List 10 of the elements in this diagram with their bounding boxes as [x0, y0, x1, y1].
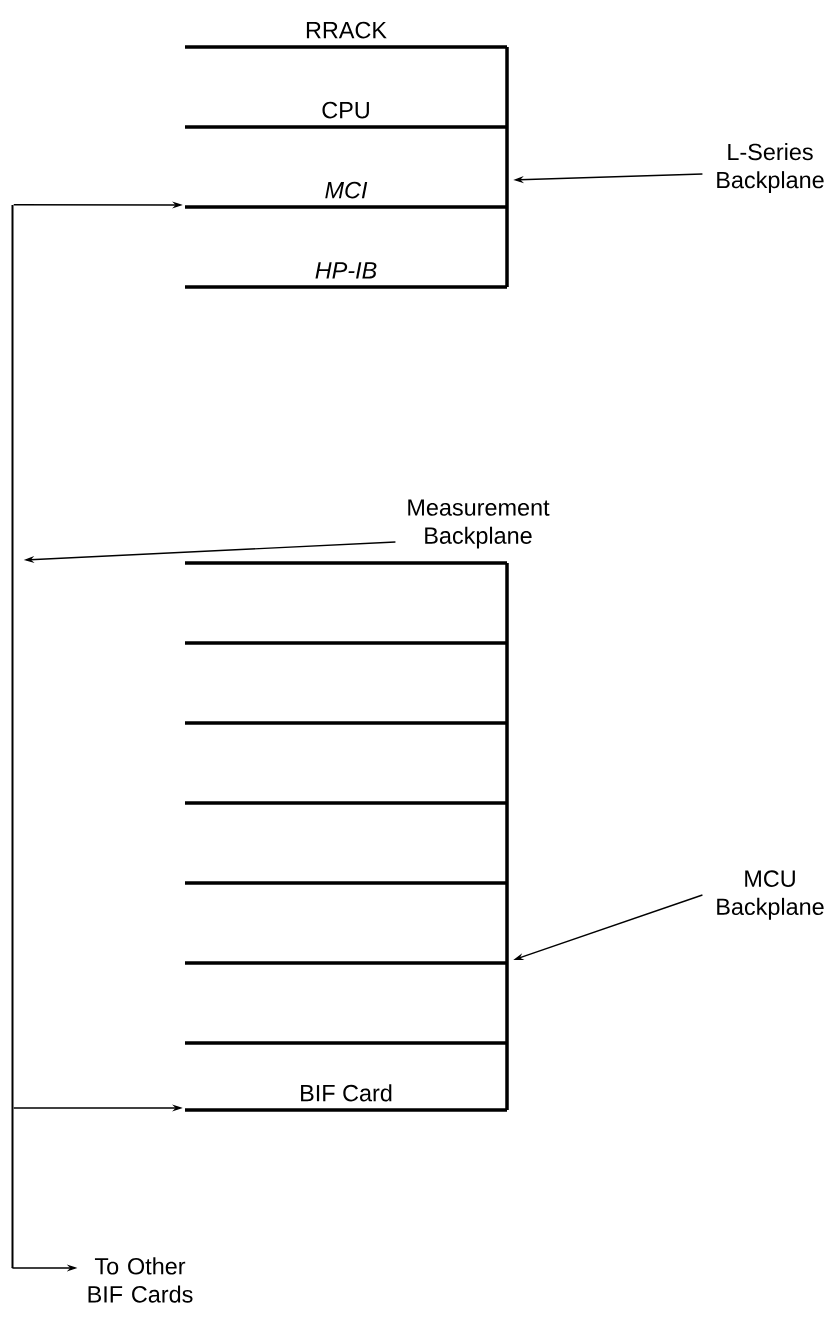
- callout-label: Measurement Backplane: [408, 499, 550, 549]
- callout-label: To Other BIF Cards: [88, 1257, 193, 1303]
- callout-label: L-Series Backplane: [717, 143, 824, 193]
- card-slot: CPU: [185, 101, 507, 129]
- card-slot: BIF Card: [185, 1084, 507, 1112]
- card-slot: MCI: [185, 181, 507, 209]
- card-slot: RRACK: [185, 21, 507, 49]
- cable-line: [11, 205, 14, 1269]
- callout-label: MCU Backplane: [717, 870, 824, 920]
- card-slot: HP-IB: [185, 262, 507, 289]
